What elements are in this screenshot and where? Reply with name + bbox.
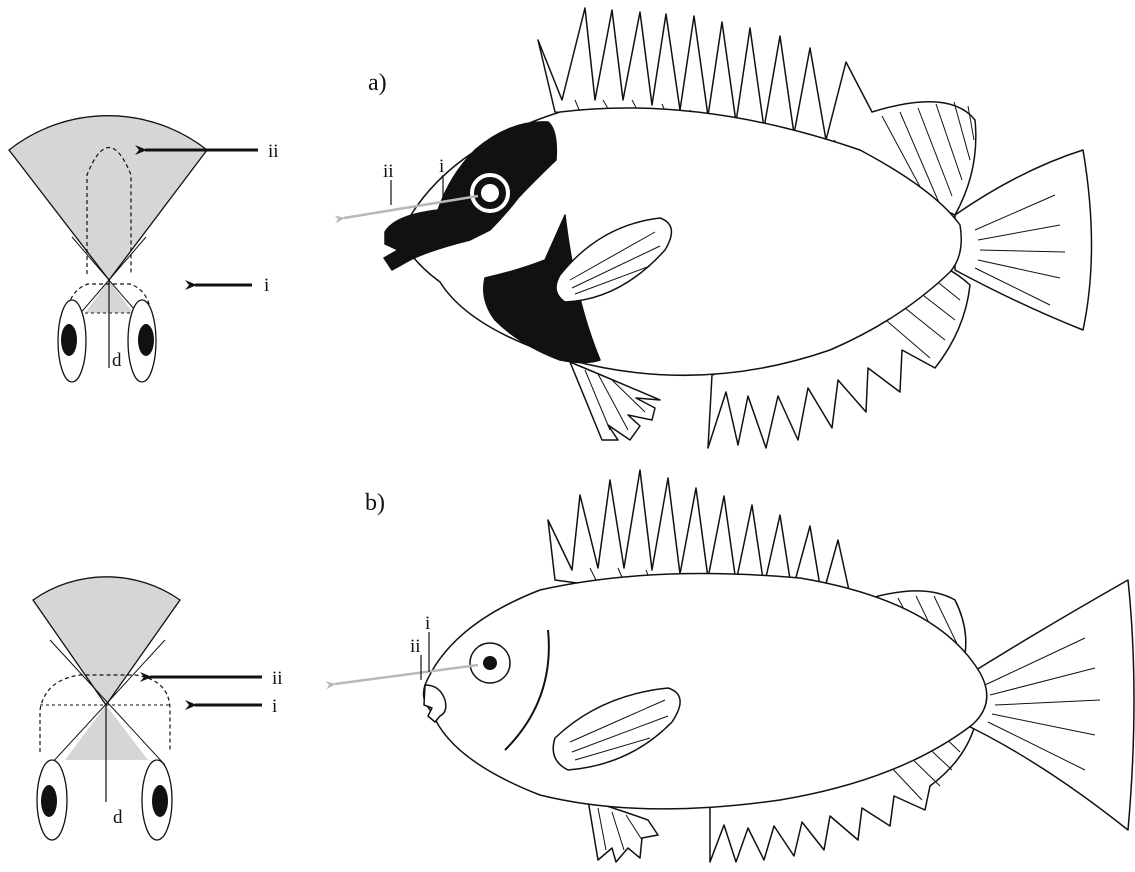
schematic-a: ii i d <box>9 116 279 382</box>
left-eye-b <box>37 760 67 840</box>
fish-a <box>344 8 1092 448</box>
left-eye-a <box>58 300 86 382</box>
arrow-label-i-a: i <box>264 275 269 296</box>
arrow-label-ii-b: ii <box>272 668 283 689</box>
pointer-label-ii-a: ii <box>383 161 394 182</box>
pointer-label-i-b: i <box>425 613 430 634</box>
schematic-b: ii i d <box>33 577 283 840</box>
pointer-label-ii-b: ii <box>410 636 421 657</box>
panel-label-a: a) <box>368 70 387 96</box>
right-eye-a <box>128 300 156 382</box>
distance-label-a: d <box>112 350 122 371</box>
tail-fin-a <box>955 150 1092 330</box>
arrow-label-i-b: i <box>272 696 277 717</box>
binocular-field-b <box>33 577 180 705</box>
fish-b <box>335 470 1134 862</box>
panel-label-b: b) <box>365 490 385 516</box>
distance-label-b: d <box>113 807 123 828</box>
arrow-label-ii-a: ii <box>268 141 279 162</box>
right-eye-b <box>142 760 172 840</box>
binocular-field-a <box>9 116 207 280</box>
pointer-label-i-a: i <box>439 156 444 177</box>
